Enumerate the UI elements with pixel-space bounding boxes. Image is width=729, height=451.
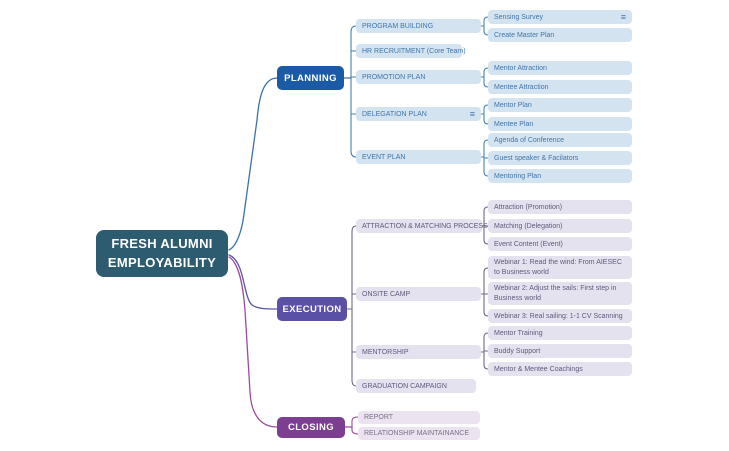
node-sensing-survey[interactable]: Sensing Survey ≡ (488, 10, 632, 24)
node-relationship-maintainance[interactable]: RELATIONSHIP MAINTAINANCE (358, 427, 480, 440)
node-label: Mentor Training (494, 329, 543, 337)
node-graduation-campaign[interactable]: GRADUATION CAMPAIGN (356, 379, 476, 393)
node-delegation-plan[interactable]: DELEGATION PLAN ≡ (356, 107, 481, 121)
branch-execution-node[interactable]: EXECUTION (277, 297, 347, 321)
node-buddy-support[interactable]: Buddy Support (488, 344, 632, 358)
node-mentor-training[interactable]: Mentor Training (488, 326, 632, 340)
closing-child-brackets (351, 416, 359, 435)
node-label: Attraction (Promotion) (494, 203, 563, 211)
node-label: Mentor Plan (494, 101, 532, 109)
execution-branch-curve (228, 254, 278, 310)
node-mentee-plan[interactable]: Mentee Plan (488, 117, 632, 131)
node-report[interactable]: REPORT (358, 411, 480, 424)
node-label: EVENT PLAN (362, 153, 406, 161)
node-label: Mentee Attraction (494, 83, 549, 91)
node-label: Webinar 3: Real sailing: 1-1 CV Scanning (494, 312, 623, 320)
node-label: Mentor & Mentee Coachings (494, 365, 583, 373)
node-mentoring-plan[interactable]: Mentoring Plan (488, 169, 632, 183)
node-agenda-of-conference[interactable]: Agenda of Conference (488, 133, 632, 147)
node-webinar-2[interactable]: Webinar 2: Adjust the sails: First step … (488, 282, 632, 305)
node-matching-delegation[interactable]: Matching (Delegation) (488, 219, 632, 233)
node-mentor-plan[interactable]: Mentor Plan (488, 98, 632, 112)
node-label: Create Master Plan (494, 31, 555, 39)
node-label: PROGRAM BUILDING (362, 22, 434, 30)
node-hr-recruitment[interactable]: HR RECRUITMENT (Core Team) (356, 44, 466, 58)
node-mentee-attraction[interactable]: Mentee Attraction (488, 80, 632, 94)
branch-planning-label: PLANNING (284, 72, 337, 84)
node-promotion-plan[interactable]: PROMOTION PLAN (356, 70, 481, 84)
execution-child-brackets (346, 206, 489, 387)
node-label: Webinar 2: Adjust the sails: First step … (494, 285, 617, 302)
root-node[interactable]: FRESH ALUMNI EMPLOYABILITY (96, 230, 228, 277)
node-label: RELATIONSHIP MAINTAINANCE (364, 430, 470, 437)
node-label: ATTRACTION & MATCHING PROCESS (362, 222, 488, 230)
node-mentorship[interactable]: MENTORSHIP (356, 345, 481, 359)
node-label: Guest speaker & Facilators (494, 154, 579, 162)
node-label: Sensing Survey (494, 13, 544, 21)
node-create-master-plan[interactable]: Create Master Plan (488, 28, 632, 42)
node-mentor-attraction[interactable]: Mentor Attraction (488, 61, 632, 75)
planning-branch-curve (228, 77, 352, 251)
node-label: Agenda of Conference (494, 136, 565, 144)
node-label: Buddy Support (494, 347, 541, 355)
planning-child-brackets (350, 16, 489, 177)
node-label: Event Content (Event) (494, 240, 563, 248)
node-program-building[interactable]: PROGRAM BUILDING (356, 19, 481, 33)
branch-closing-node[interactable]: CLOSING (277, 417, 345, 438)
root-label: FRESH ALUMNI EMPLOYABILITY (107, 235, 217, 270)
branch-execution-label: EXECUTION (282, 303, 342, 315)
node-label: MENTORSHIP (362, 348, 409, 356)
node-webinar-3[interactable]: Webinar 3: Real sailing: 1-1 CV Scanning (488, 309, 632, 323)
node-label: Mentoring Plan (494, 172, 542, 180)
node-event-plan[interactable]: EVENT PLAN (356, 150, 481, 164)
node-label: PROMOTION PLAN (362, 73, 426, 81)
branch-planning-node[interactable]: PLANNING (277, 66, 344, 90)
node-attraction-matching-process[interactable]: ATTRACTION & MATCHING PROCESS (356, 219, 488, 233)
node-label: DELEGATION PLAN (362, 110, 427, 118)
node-onsite-camp[interactable]: ONSITE CAMP (356, 287, 481, 301)
branch-closing-label: CLOSING (287, 422, 335, 433)
node-webinar-1[interactable]: Webinar 1: Read the wind: From AIESEC to… (488, 256, 632, 279)
node-label: Webinar 1: Read the wind: From AIESEC to… (494, 259, 622, 276)
note-lines-icon[interactable]: ≡ (469, 108, 475, 119)
node-label: ONSITE CAMP (362, 290, 411, 298)
node-label: Mentee Plan (494, 120, 534, 128)
node-label: Matching (Delegation) (494, 222, 563, 230)
node-event-content-event[interactable]: Event Content (Event) (488, 237, 632, 251)
node-mentor-mentee-coachings[interactable]: Mentor & Mentee Coachings (488, 362, 632, 376)
node-label: REPORT (364, 414, 394, 421)
note-lines-icon[interactable]: ≡ (620, 11, 626, 22)
node-attraction-promotion[interactable]: Attraction (Promotion) (488, 200, 632, 214)
node-label: Mentor Attraction (494, 64, 547, 72)
closing-branch-curve (228, 256, 353, 428)
node-label: GRADUATION CAMPAIGN (362, 382, 447, 390)
node-guest-speaker-facilators[interactable]: Guest speaker & Facilators (488, 151, 632, 165)
node-label: HR RECRUITMENT (Core Team) (362, 47, 466, 55)
